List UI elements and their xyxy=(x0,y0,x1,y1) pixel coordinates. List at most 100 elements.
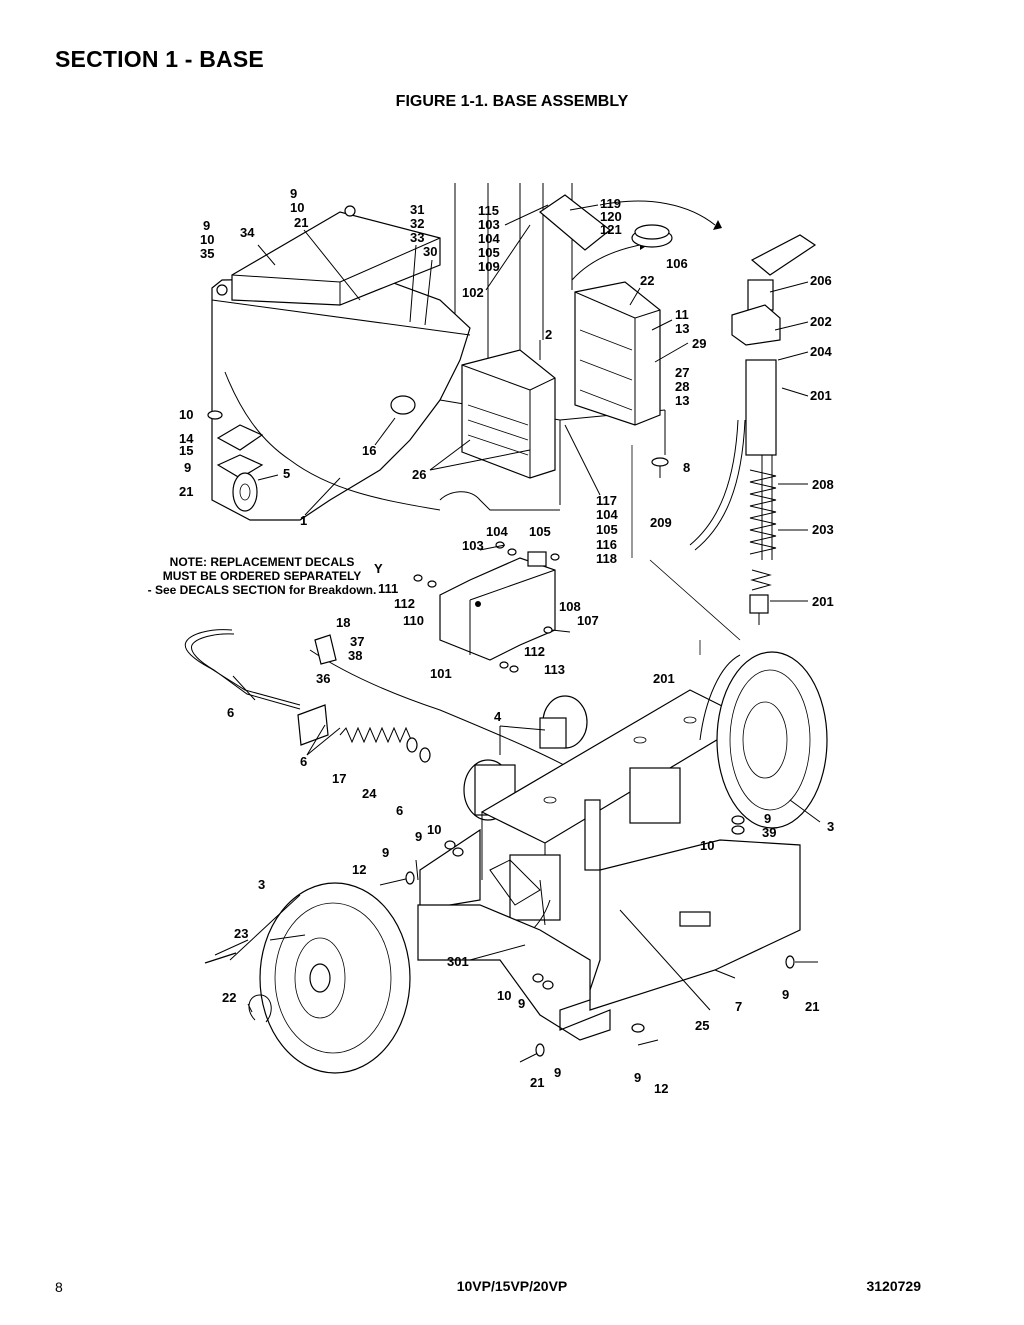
callout-10: 10 xyxy=(290,200,304,215)
callout-8: 8 xyxy=(683,460,690,475)
callout-9: 9 xyxy=(554,1065,561,1080)
callout-104: 104 xyxy=(478,231,500,246)
callout-201: 201 xyxy=(810,388,832,403)
callout-18: 18 xyxy=(336,615,350,630)
bolts-drawing xyxy=(379,815,818,1063)
callout-9: 9 xyxy=(764,811,771,826)
callout-105: 105 xyxy=(596,522,618,537)
callout-109: 109 xyxy=(478,259,500,274)
footer-model: 10VP/15VP/20VP xyxy=(456,1278,568,1294)
callout-209: 209 xyxy=(650,515,672,530)
callout-7: 7 xyxy=(735,999,742,1014)
section-title: SECTION 1 - BASE xyxy=(55,46,264,72)
callout-118: 118 xyxy=(596,551,617,566)
callout-17: 17 xyxy=(332,771,346,786)
callout-9: 9 xyxy=(203,218,210,233)
callout-203: 203 xyxy=(812,522,834,537)
callout-12: 12 xyxy=(654,1081,668,1096)
callout-10: 10 xyxy=(700,838,714,853)
callout-103: 103 xyxy=(478,217,500,232)
callout-3: 3 xyxy=(258,877,265,892)
callout-10: 10 xyxy=(179,407,193,422)
callout-10: 10 xyxy=(200,232,214,247)
callout-2: 2 xyxy=(545,327,552,342)
wheel-right-drawing xyxy=(699,651,828,829)
page-number: 8 xyxy=(55,1279,63,1295)
callout-121: 121 xyxy=(600,222,622,237)
callout-105: 105 xyxy=(529,524,551,539)
callout-10: 10 xyxy=(497,988,511,1003)
callout-113: 113 xyxy=(544,662,565,677)
wheel-left-drawing xyxy=(229,882,411,1074)
callout-24: 24 xyxy=(362,786,377,801)
caster-drawing xyxy=(207,410,264,512)
callout-22: 22 xyxy=(222,990,236,1005)
callout-32: 32 xyxy=(410,216,424,231)
callout-111: 111 xyxy=(378,581,398,596)
callout-36: 36 xyxy=(316,671,330,686)
note-line-2: MUST BE ORDERED SEPARATELY xyxy=(163,569,361,583)
callout-39: 39 xyxy=(762,825,776,840)
figure-title: FIGURE 1-1. BASE ASSEMBLY xyxy=(395,93,629,110)
callout-6: 6 xyxy=(300,754,307,769)
callout-120: 120 xyxy=(600,209,622,224)
callout-101: 101 xyxy=(430,666,452,681)
callout-21: 21 xyxy=(294,215,308,230)
callout-27: 27 xyxy=(675,365,689,380)
callout-25: 25 xyxy=(695,1018,709,1033)
callout-22: 22 xyxy=(640,273,654,288)
callout-6: 6 xyxy=(396,803,403,818)
callout-3: 3 xyxy=(827,819,834,834)
footer-doc-number: 3120729 xyxy=(866,1278,921,1294)
callout-102: 102 xyxy=(462,285,484,300)
callout-104: 104 xyxy=(596,507,618,522)
callout-15: 15 xyxy=(179,443,193,458)
decal-note: NOTE: REPLACEMENT DECALS MUST BE ORDERED… xyxy=(148,555,383,597)
callout-13: 13 xyxy=(675,321,689,336)
callout-34: 34 xyxy=(240,225,255,240)
callout-4: 4 xyxy=(494,709,502,724)
callout-112: 112 xyxy=(524,644,545,659)
handle-assembly-drawing xyxy=(689,234,817,625)
callout-202: 202 xyxy=(810,314,832,329)
callout-9: 9 xyxy=(518,996,525,1011)
callout-105: 105 xyxy=(478,245,500,260)
callout-206: 206 xyxy=(810,273,832,288)
battery-tray-right-drawing xyxy=(574,281,661,426)
callout-116: 116 xyxy=(596,537,617,552)
cover-drawing xyxy=(216,205,441,306)
callout-29: 29 xyxy=(692,336,706,351)
callout-201: 201 xyxy=(812,594,834,609)
battery-tray-left-drawing xyxy=(461,349,556,479)
callout-201: 201 xyxy=(653,671,675,686)
callout-115: 115 xyxy=(478,203,499,218)
callout-204: 204 xyxy=(810,344,832,359)
callout-16: 16 xyxy=(362,443,376,458)
callout-21: 21 xyxy=(805,999,819,1014)
callout-38: 38 xyxy=(348,648,362,663)
callout-9: 9 xyxy=(634,1070,641,1085)
diagram-line-art xyxy=(184,183,828,1074)
callout-6: 6 xyxy=(227,705,234,720)
callout-208: 208 xyxy=(812,477,834,492)
callout-23: 23 xyxy=(234,926,248,941)
callout-119: 119 xyxy=(600,196,621,211)
callout-301: 301 xyxy=(447,954,469,969)
note-line-3: - See DECALS SECTION for Breakdown. xyxy=(148,583,377,597)
callout-9: 9 xyxy=(290,186,297,201)
chassis-plate-drawing xyxy=(419,689,801,1011)
callout-33: 33 xyxy=(410,230,424,245)
callout-1: 1 xyxy=(300,513,307,528)
callout-5: 5 xyxy=(283,466,290,481)
callout-31: 31 xyxy=(410,202,424,217)
callout-30: 30 xyxy=(423,244,437,259)
callout-110: 110 xyxy=(403,613,424,628)
callout-9: 9 xyxy=(184,460,191,475)
callout-14: 14 xyxy=(179,431,194,446)
callout-12: 12 xyxy=(352,862,366,877)
callout-35: 35 xyxy=(200,246,214,261)
callout-104: 104 xyxy=(486,524,508,539)
callout-10: 10 xyxy=(427,822,441,837)
callout-108: 108 xyxy=(559,599,581,614)
